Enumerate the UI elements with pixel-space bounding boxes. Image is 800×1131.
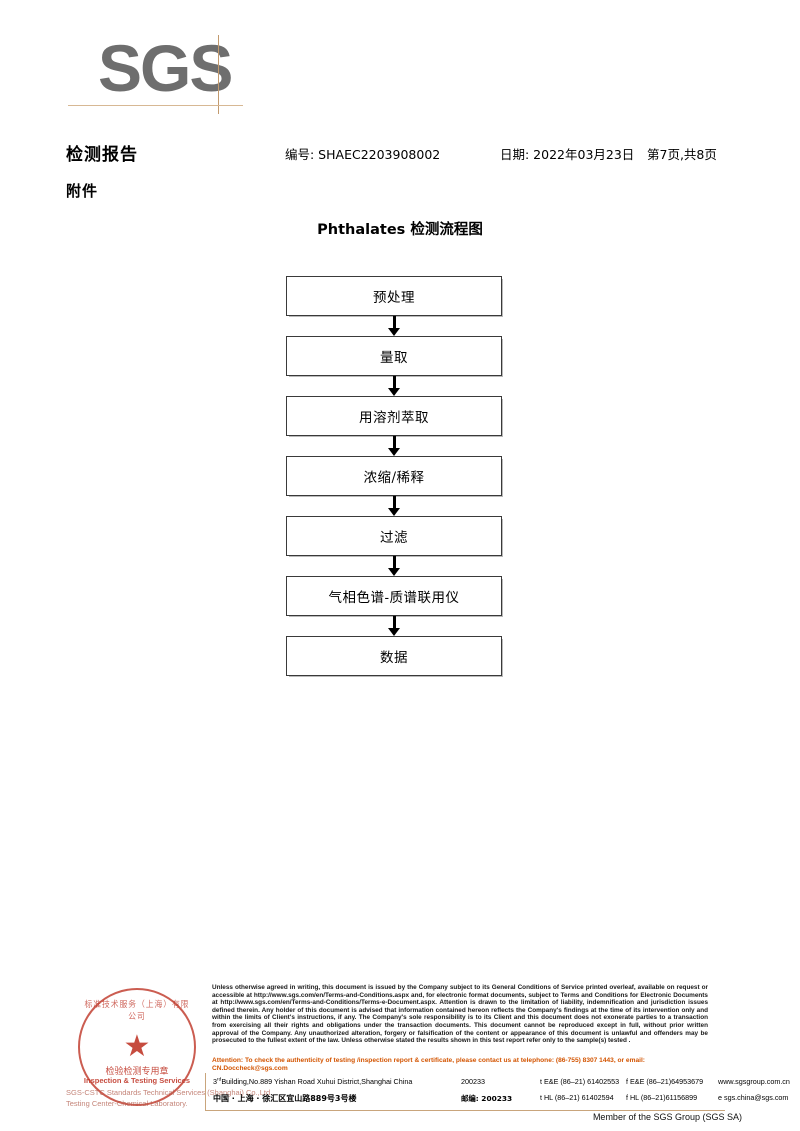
attachment-label: 附件 [66,182,99,200]
stamp-ring [78,988,196,1106]
flowchart-step-label: 用溶剂萃取 [359,410,429,426]
arrow-shaft [393,316,396,330]
email-link[interactable]: e sgs.china@sgs.com [718,1093,789,1102]
flow-arrow [286,316,502,336]
ordinal-suffix: rd [217,1077,222,1083]
report-number: 编号: SHAEC2203908002 [285,147,441,162]
zip-en: 200233 [461,1077,485,1086]
address-block: 3rdBuilding,No.889 Yishan Road Xuhui Dis… [205,1073,790,1111]
flowchart-step-label: 气相色谱-质谱联用仪 [328,590,460,606]
arrow-shaft [393,496,396,510]
star-icon: ★ [123,1030,151,1063]
flowchart-step-label: 过滤 [380,530,408,546]
address-row-cn: 中国 · 上海 · 徐汇区宜山路889号3号楼 邮编: 200233 t HL … [213,1091,788,1107]
flowchart-step-label: 预处理 [373,290,415,306]
arrow-head-icon [388,508,400,516]
flowchart-step: 量取 [286,336,502,376]
arrow-head-icon [388,448,400,456]
stamp-english-label: Inspection & Testing Services [83,1076,191,1085]
address-cn: 中国 · 上海 · 徐汇区宜山路889号3号楼 [213,1094,357,1103]
attention-notice: Attention: To check the authenticity of … [212,1057,645,1072]
legal-disclaimer: Unless otherwise agreed in writing, this… [212,984,708,1045]
tel-en: t E&E (86–21) 61402553 [540,1077,620,1086]
stamp-chinese-label: 检验检测专用章 [105,1067,169,1077]
sgs-logo-text: SGS [98,31,233,105]
tel-cn: t HL (86–21) 61402594 [540,1093,614,1102]
sgs-logo: SGS [68,30,258,120]
flow-arrow [286,616,502,636]
flow-arrow [286,556,502,576]
arrow-head-icon [388,328,400,336]
arrow-head-icon [388,568,400,576]
arrow-shaft [393,376,396,390]
flowchart-step: 过滤 [286,516,502,556]
flowchart-title: Phthalates 检测流程图 [317,222,483,238]
logo-horizontal-rule [68,105,243,106]
page-indicator: 第7页,共8页 [647,147,717,162]
flowchart-step: 气相色谱-质谱联用仪 [286,576,502,616]
flowchart-step: 浓缩/稀释 [286,456,502,496]
stamp-arc-text: 标准技术服务（上海）有限公司 [84,1000,190,1022]
flowchart-step-label: 浓缩/稀释 [363,470,425,486]
logo-vertical-rule [218,35,219,114]
flowchart-step: 预处理 [286,276,502,316]
report-header: 检测报告 编号: SHAEC2203908002 日期: 2022年03月23日… [0,140,800,166]
stamp-company-line-1: SGS-CSTC Standards Technical Services (S… [66,1088,273,1097]
flowchart-step: 用溶剂萃取 [286,396,502,436]
flow-arrow [286,376,502,396]
arrow-head-icon [388,388,400,396]
address-vertical-rule [205,1073,206,1111]
flowchart-step-label: 量取 [380,350,408,366]
page-title: 检测报告 [66,145,138,165]
flowchart-step: 数据 [286,636,502,676]
official-stamp: 标准技术服务（上海）有限公司 ★ 检验检测专用章 Inspection & Te… [66,988,272,1108]
address-row-en: 3rdBuilding,No.889 Yishan Road Xuhui Dis… [213,1075,790,1091]
fax-cn: f HL (86–21)61156899 [626,1093,698,1102]
stamp-company-line-2: Testing Center-Chemical Laboratory. [66,1099,188,1108]
website-link[interactable]: www.sgsgroup.com.cn [718,1077,790,1086]
arrow-head-icon [388,628,400,636]
arrow-shaft [393,436,396,450]
flow-arrow [286,436,502,456]
member-note: Member of the SGS Group (SGS SA) [592,1112,742,1122]
fax-en: f E&E (86–21)64953679 [626,1077,704,1086]
report-date: 日期: 2022年03月23日 [500,147,635,162]
flow-arrow [286,496,502,516]
arrow-shaft [393,616,396,630]
footer-horizontal-rule [205,1110,725,1111]
flowchart: 预处理 量取 用溶剂萃取 浓缩/稀释 过滤 [286,276,502,676]
flowchart-step-label: 数据 [380,650,408,666]
address-en: 3rdBuilding,No.889 Yishan Road Xuhui Dis… [213,1077,413,1086]
arrow-shaft [393,556,396,570]
zip-cn: 邮编: 200233 [461,1094,513,1103]
